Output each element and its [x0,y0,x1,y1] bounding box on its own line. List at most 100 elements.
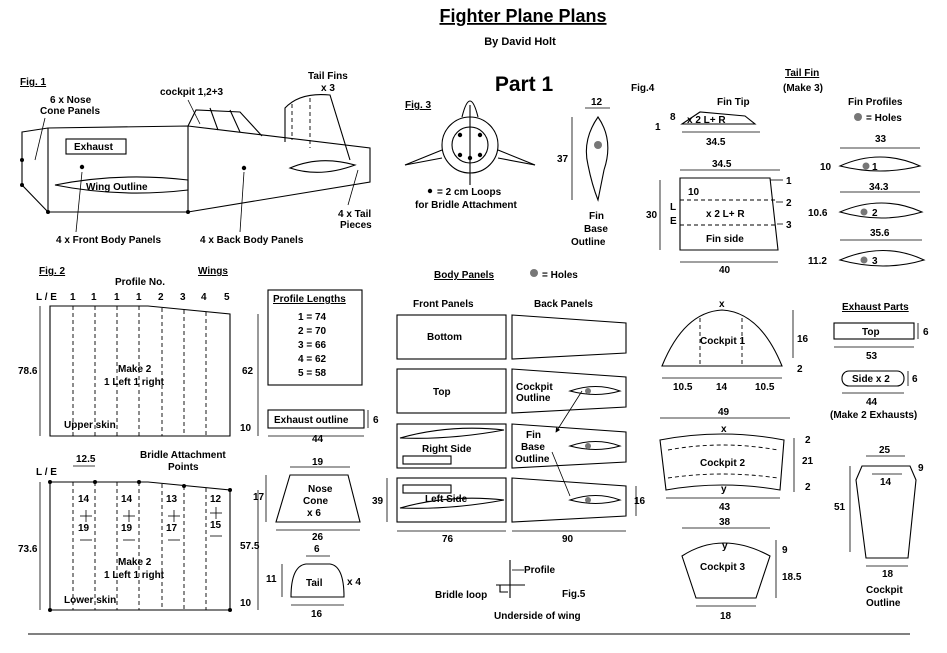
loops-label-1: = 2 cm Loops [437,187,502,198]
lower-le-label: L / E [36,467,57,478]
fin-side-in: 10 [688,187,700,198]
fin-side-top: 34.5 [712,159,732,170]
cockpit2-d1: 2 [805,435,811,446]
upper-skin-label: Upper skin [64,420,116,431]
nose-cone-h: 17 [253,492,265,503]
nose-cone-bottom: 26 [312,532,324,543]
lower-right-dim: 57.5 [240,541,260,552]
fin-base-panel-label-1: Fin [526,430,541,441]
fig5-bridle: Bridle loop [435,590,487,601]
bridle-label-1: Bridle Attachment [140,450,226,461]
fin-side-height: 30 [646,210,658,221]
profile-numbers: 1 1 1 1 2 3 4 5 [70,292,230,303]
exhaust-make: (Make 2 Exhausts) [830,410,917,421]
fin-tip-width: 34.5 [706,137,726,148]
cockpit-1: x Cockpit 1 16 2 10.5 14 10.5 [661,299,809,393]
cockpit-outline-label-2: Outline [866,598,901,609]
author: By David Holt [484,36,556,48]
cockpit-label: cockpit 1,2+3 [160,87,224,98]
fig3-front-view: Fig. 3 = 2 cm Loops for Bridle Attachmen… [404,100,536,211]
tail-h: 11 [266,574,277,585]
profile-num-5: 3 [180,292,186,303]
fin-tip-n: 1 [655,122,661,133]
fin-profiles-holes: = Holes [866,113,902,124]
fin-side-label: Fin side [706,234,744,245]
fig4-tail-fin: Fig.4 Tail Fin (Make 3) Fin Tip x 2 L+ R… [631,68,823,276]
profile-length-3: 3 = 66 [298,340,327,351]
lower-pair-2-b: 19 [121,523,133,534]
fig2-label: Fig. 2 [39,266,66,277]
cockpit2-bottom: 43 [719,502,731,513]
cockpit1-w2: 14 [716,382,728,393]
fin-profile-2-w: 34.3 [869,182,889,193]
tail-pieces-label-2: Pieces [340,220,372,231]
panel-right-label: Right Side [422,444,472,455]
cockpit-outline-bottom: 18 [882,569,894,580]
tail-piece: 6 Tail x 4 11 16 [266,544,361,620]
tail-w: 16 [311,609,323,620]
panel-left-label: Left Side [425,494,468,505]
fin-profile-1-w: 33 [875,134,887,145]
cockpit-outline-top: 25 [879,445,891,456]
exhaust-label: Exhaust [74,142,114,153]
lower-pair-4-a: 12 [210,494,222,505]
cockpit2-d3: 2 [805,482,811,493]
exhaust-top-h: 6 [923,327,929,338]
exhaust-outline: Exhaust outline 6 44 [267,409,379,445]
fin-profiles: Fin Profiles = Holes 33 1 10 34.3 2 10.6… [808,97,926,267]
fin-base-width: 12 [591,97,603,108]
fig2-wings: Fig. 2 Profile No. Wings L / E 1 1 1 1 2… [18,266,260,612]
cockpit-outline-side: 9 [918,463,924,474]
cockpit1-x: x [719,299,725,310]
lower-pair-1-b: 19 [78,523,90,534]
lower-pair-1-a: 14 [78,494,90,505]
nose-cone-top: 19 [312,457,324,468]
profile-length-1: 1 = 74 [298,312,327,323]
part-title: Part 1 [495,73,554,96]
front-panels-title: Front Panels [413,299,474,310]
front-panels-label: 4 x Front Body Panels [56,235,161,246]
lower-end-dim: 10 [240,598,252,609]
fin-profile-3-w: 35.6 [870,228,890,239]
lower-left-dim: 73.6 [18,544,38,555]
profile-num-3: 1 [136,292,142,303]
cockpit1-w3: 10.5 [755,382,775,393]
fin-tip-height: 8 [670,112,676,123]
exhaust-side-h: 6 [912,374,918,385]
fin-tip-label: Fin Tip [717,97,750,108]
cockpit3-label: Cockpit 3 [700,562,745,573]
fig5-label: Fig.5 [562,589,586,600]
fig1-side-view: Fig. 1 6 x Nose Cone Panels cockpit 1,2+… [20,71,372,246]
cockpit-outline-h: 51 [834,502,846,513]
cockpit-3: 38 y Cockpit 3 9 18.5 18 [681,517,802,622]
body-panels: Body Panels = Holes Front Panels Back Pa… [372,269,646,545]
exhaust-side-w: 44 [866,397,878,408]
fig5-underside: Underside of wing [494,611,581,622]
profile-length-5: 5 = 58 [298,368,327,379]
fin-profile-1-h: 10 [820,162,832,173]
fig1-label: Fig. 1 [20,77,47,88]
cockpit1-h2: 2 [797,364,803,375]
lower-pair-2-a: 14 [121,494,133,505]
tail-pieces-label-1: 4 x Tail [338,209,371,220]
fin-base-label-2: Base [584,224,608,235]
fin-mark-1: 1 [786,176,792,187]
fig5-profile: Profile [524,565,556,576]
fin-profile-3-n: 3 [872,256,878,267]
fig4-label: Fig.4 [631,83,655,94]
profile-num-2: 1 [114,292,120,303]
exhaust-outline-h: 6 [373,415,379,426]
upper-left-dim: 78.6 [18,366,38,377]
lower-make-2: 1 Left 1 right [104,570,165,581]
lower-make-1: Make 2 [118,557,152,568]
cockpit-2: 49 x Cockpit 2 y 2 21 2 43 [659,407,814,513]
cockpit-outline-label-2: Outline [516,393,551,404]
fin-base-label-3: Outline [571,237,606,248]
cockpit1-h: 16 [797,334,809,345]
tail-fins-label-1: Tail Fins [308,71,348,82]
cockpit2-x: x [721,424,727,435]
profile-num-0: 1 [70,292,76,303]
fin-profile-2-h: 10.6 [808,208,828,219]
upper-right-dim: 62 [242,366,254,377]
